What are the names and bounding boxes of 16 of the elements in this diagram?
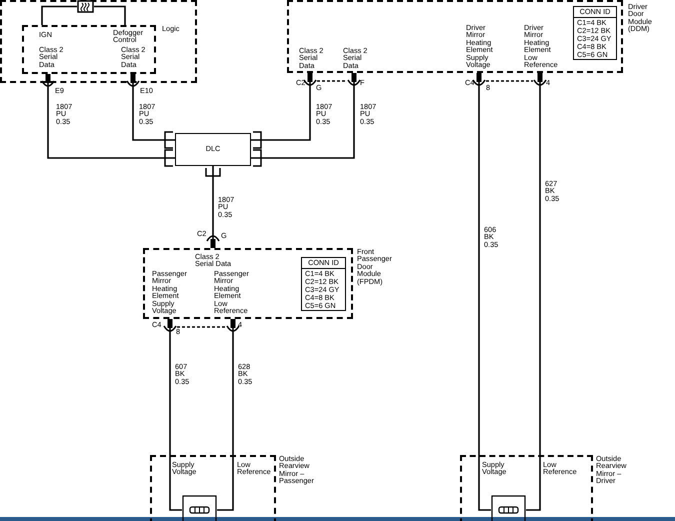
wire — [251, 72, 361, 159]
wire — [217, 318, 240, 511]
wire — [41, 73, 175, 159]
module-outline — [0, 0, 197, 83]
wire — [206, 166, 220, 249]
wire — [472, 72, 491, 511]
wire — [41, 6, 77, 25]
connector-block — [175, 133, 251, 166]
wire — [126, 73, 175, 141]
wire — [526, 72, 547, 511]
wire — [251, 72, 317, 141]
wire — [94, 6, 126, 25]
wire — [163, 318, 182, 511]
connector-id-table — [573, 6, 617, 60]
heater-grid-icon — [77, 0, 94, 13]
connector-id-table — [301, 257, 346, 312]
